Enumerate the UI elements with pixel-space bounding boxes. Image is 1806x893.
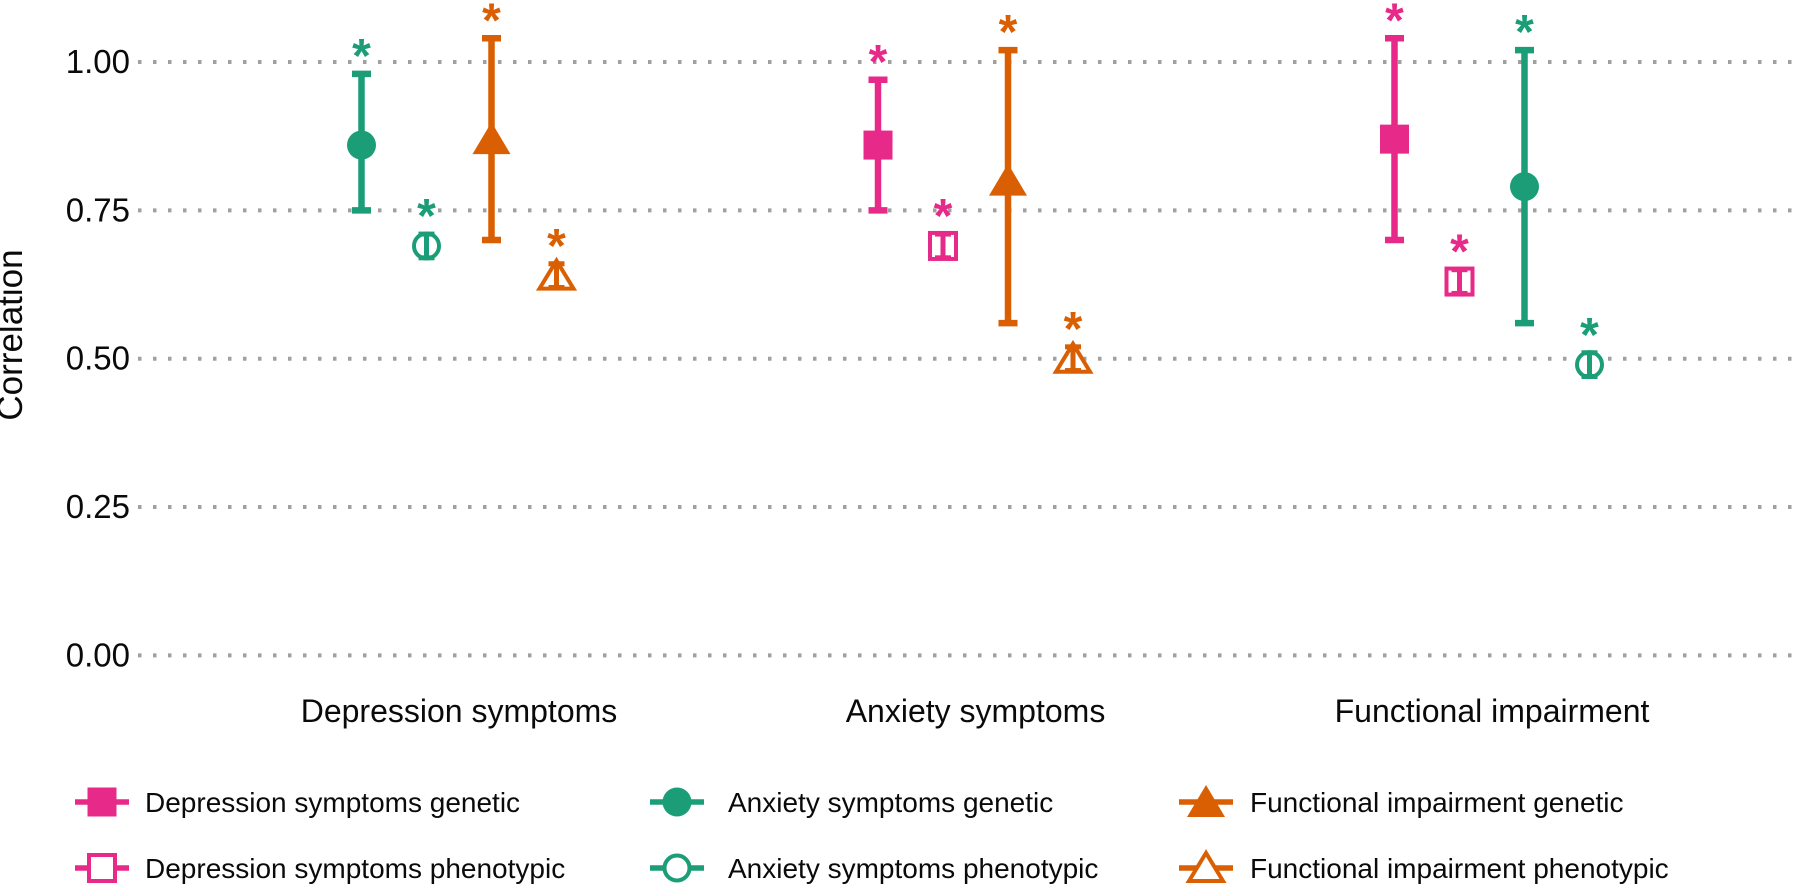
filled-square-marker — [863, 130, 893, 160]
x-category-label-anxiety-symptoms: Anxiety symptoms — [846, 693, 1106, 729]
x-category-label-depression-symptoms: Depression symptoms — [301, 693, 618, 729]
significance-star-anxiety-symptoms-genetic: * — [1515, 6, 1534, 59]
y-tick-label-0.25: 0.25 — [66, 488, 130, 525]
filled-triangle-marker — [1187, 785, 1225, 817]
filled-triangle-marker — [989, 163, 1027, 196]
y-tick-label-0.75: 0.75 — [66, 191, 130, 228]
significance-star-functional-impairment-genetic: * — [482, 0, 501, 47]
filled-circle-marker — [347, 130, 376, 160]
significance-star-depression-symptoms-phenotypic: * — [934, 190, 953, 243]
filled-circle-marker — [1510, 172, 1539, 202]
y-tick-label-0.00: 0.00 — [66, 636, 130, 673]
y-tick-label-1.00: 1.00 — [66, 43, 130, 80]
open-circle-marker — [662, 853, 692, 883]
legend-label-depression-symptoms-genetic: Depression symptoms genetic — [145, 787, 520, 818]
filled-circle-marker — [662, 787, 692, 817]
y-tick-label-0.50: 0.50 — [66, 340, 130, 377]
significance-star-anxiety-symptoms-phenotypic: * — [1580, 309, 1599, 362]
filled-triangle-marker — [472, 122, 511, 155]
significance-star-depression-symptoms-genetic: * — [869, 36, 888, 89]
x-category-label-functional-impairment: Functional impairment — [1335, 693, 1650, 729]
y-axis-title: Correlation — [0, 249, 30, 420]
legend-label-functional-impairment-genetic: Functional impairment genetic — [1250, 787, 1624, 818]
legend-label-functional-impairment-phenotypic: Functional impairment phenotypic — [1250, 853, 1669, 884]
significance-star-functional-impairment-genetic: * — [999, 6, 1018, 59]
legend-label-anxiety-symptoms-phenotypic: Anxiety symptoms phenotypic — [728, 853, 1098, 884]
open-square-marker — [87, 853, 117, 883]
filled-square-marker — [1380, 124, 1409, 154]
open-triangle-marker — [1185, 849, 1227, 883]
significance-star-depression-symptoms-genetic: * — [1385, 0, 1404, 47]
legend-label-depression-symptoms-phenotypic: Depression symptoms phenotypic — [145, 853, 565, 884]
filled-square-marker — [87, 787, 117, 817]
significance-star-anxiety-symptoms-phenotypic: * — [417, 190, 436, 243]
legend-label-anxiety-symptoms-genetic: Anxiety symptoms genetic — [728, 787, 1053, 818]
significance-star-functional-impairment-phenotypic: * — [1064, 303, 1083, 356]
significance-star-anxiety-symptoms-genetic: * — [352, 30, 371, 83]
significance-star-depression-symptoms-phenotypic: * — [1450, 226, 1469, 279]
significance-star-functional-impairment-phenotypic: * — [547, 220, 566, 273]
